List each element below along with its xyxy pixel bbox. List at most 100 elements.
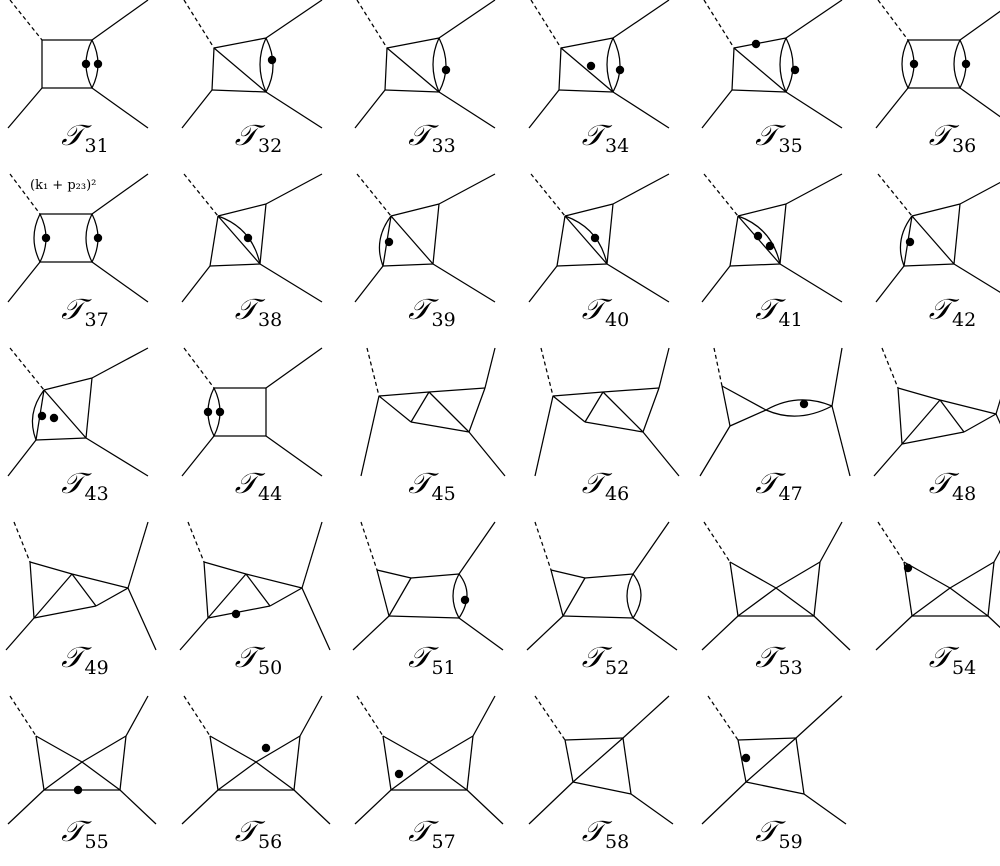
diagonal-line	[573, 738, 623, 782]
diagram-index: 44	[258, 483, 282, 505]
propagator-line	[204, 562, 208, 618]
diagram-index: 37	[85, 309, 109, 331]
external-leg-dashed	[10, 348, 44, 390]
dot-marker	[461, 596, 469, 604]
external-leg	[126, 696, 148, 736]
propagator-line	[391, 204, 439, 216]
propagator-line	[387, 38, 439, 48]
diagram-index: 35	[779, 135, 803, 157]
propagator-line	[585, 392, 603, 422]
diagram-label: 𝒯50	[204, 643, 314, 672]
propagator-line	[563, 578, 585, 616]
diagram-index: 32	[258, 135, 282, 157]
diagram-symbol: 𝒯	[929, 292, 951, 326]
propagator-line	[377, 570, 389, 616]
diagram-index: 50	[258, 657, 282, 679]
propagator-line	[379, 396, 411, 422]
propagator-arc	[433, 38, 439, 92]
propagator-line	[722, 386, 766, 410]
propagator-line	[912, 204, 960, 216]
dot-marker	[742, 754, 750, 762]
external-leg-dashed	[714, 348, 722, 386]
momentum-label: (k₁ + p₂₃)²	[30, 178, 96, 193]
external-leg-dashed	[184, 348, 214, 388]
diagram-t37: 𝒯37(k₁ + p₂₃)²	[0, 174, 166, 344]
propagator-line	[120, 736, 126, 790]
diagram-index: 38	[258, 309, 282, 331]
diagram-label: 𝒯57	[377, 817, 487, 846]
external-leg-dashed	[531, 174, 565, 216]
external-leg	[613, 0, 669, 38]
diagonal-line	[912, 216, 954, 264]
external-leg	[960, 174, 1000, 204]
diagram-t57: 𝒯57	[347, 696, 513, 866]
dot-marker	[94, 60, 102, 68]
diagram-symbol: 𝒯	[929, 118, 951, 152]
propagator-line	[814, 562, 820, 616]
external-leg-dashed	[531, 0, 561, 48]
propagator-line	[212, 48, 214, 90]
external-leg	[266, 0, 322, 38]
propagator-line	[904, 264, 954, 266]
dot-marker	[442, 66, 450, 74]
propagator-line	[36, 736, 82, 762]
propagator-line	[730, 410, 766, 426]
diagram-t34: 𝒯34	[521, 0, 687, 170]
diagram-label: 𝒯42	[898, 295, 1000, 324]
propagator-line	[950, 588, 988, 616]
external-leg	[473, 696, 495, 736]
diagram-index: 34	[605, 135, 629, 157]
propagator-line	[732, 90, 786, 92]
diagram-symbol: 𝒯	[235, 466, 257, 500]
propagator-arc	[86, 214, 92, 262]
diagram-index: 58	[605, 831, 629, 853]
propagator-line	[585, 574, 633, 578]
diagonal-line	[44, 390, 86, 438]
external-leg-dashed	[10, 696, 36, 736]
propagator-line	[565, 738, 623, 740]
propagator-line	[210, 216, 218, 266]
external-leg	[302, 522, 322, 588]
propagator-arc	[34, 214, 40, 262]
diagram-symbol: 𝒯	[235, 118, 257, 152]
diagram-index: 49	[85, 657, 109, 679]
diagram-label: 𝒯38	[204, 295, 314, 324]
diagonal-line	[746, 738, 796, 782]
diagram-symbol: 𝒯	[929, 640, 951, 674]
propagator-line	[383, 736, 391, 790]
external-leg	[535, 396, 553, 476]
dot-marker	[243, 234, 251, 242]
external-leg	[302, 588, 330, 650]
diagram-t44: 𝒯44	[174, 348, 340, 518]
diagram-t38: 𝒯38	[174, 174, 340, 344]
propagator-line	[565, 204, 613, 216]
diagram-label: 𝒯32	[204, 121, 314, 150]
diagram-index: 48	[952, 483, 976, 505]
diagram-index: 45	[432, 483, 456, 505]
propagator-line	[565, 740, 573, 782]
external-leg-dashed	[184, 174, 218, 216]
diagram-t33: 𝒯33	[347, 0, 513, 170]
diagram-index: 55	[85, 831, 109, 853]
dot-marker	[395, 770, 403, 778]
external-leg-dashed	[541, 348, 553, 396]
dot-marker	[94, 234, 102, 242]
dot-marker	[754, 232, 762, 240]
propagator-line	[377, 570, 411, 578]
dot-marker	[800, 400, 808, 408]
diagram-index: 47	[779, 483, 803, 505]
propagator-line	[557, 264, 607, 266]
diagram-t51: 𝒯51	[347, 522, 513, 692]
external-leg	[128, 522, 148, 588]
dot-marker	[82, 60, 90, 68]
external-leg-dashed	[14, 522, 30, 562]
diagram-symbol: 𝒯	[755, 118, 777, 152]
propagator-line	[385, 90, 439, 92]
diagram-label: 𝒯51	[377, 643, 487, 672]
external-leg	[459, 522, 495, 574]
propagator-line	[553, 396, 585, 422]
external-leg	[633, 522, 669, 574]
propagator-line	[389, 578, 411, 616]
diagram-t35: 𝒯35	[694, 0, 860, 170]
